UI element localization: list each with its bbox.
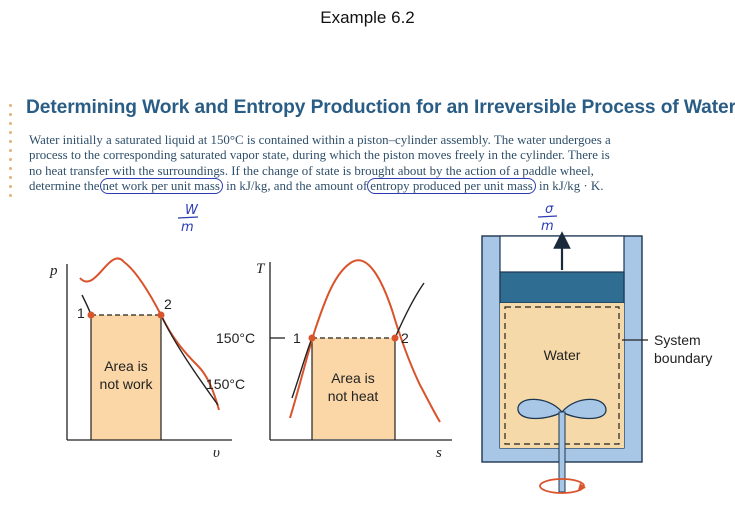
ts-isobar-line xyxy=(291,282,425,399)
pv-isotherm-label: 150°C xyxy=(206,376,245,392)
pv-area-label-2: not work xyxy=(100,376,154,392)
pv-state-1-label: 1 xyxy=(77,305,85,321)
statement-line-2: process to the corresponding saturated v… xyxy=(29,148,610,163)
water-label: Water xyxy=(544,347,581,363)
piston-cylinder-device: Water System boundary xyxy=(481,231,712,494)
pv-state-2-label: 2 xyxy=(164,296,172,312)
ts-x-label: s xyxy=(436,445,442,461)
pv-state-2-point xyxy=(157,311,165,319)
ts-state-1-point xyxy=(308,334,316,342)
boundary-label-2: boundary xyxy=(654,350,712,366)
statement-line-4-end: in kJ/kg · K. xyxy=(535,179,604,194)
handwritten-w-over-m: W m xyxy=(177,203,199,235)
piston xyxy=(499,271,625,304)
ts-temp-label: 150°C xyxy=(216,330,255,346)
ts-area-label-1: Area is xyxy=(331,370,375,386)
statement-line-4-start: determine the xyxy=(29,179,100,194)
handwritten-sigma: σ xyxy=(545,202,554,217)
ts-saturation-dome xyxy=(289,259,441,423)
ts-diagram: T s 150°C 1 2 Area is not heat xyxy=(216,259,452,461)
pv-diagram: p υ 1 2 Area is not work 150°C xyxy=(49,257,245,461)
handwritten-fraction-bar-2 xyxy=(537,215,558,218)
highlight-net-work: net work per unit mass xyxy=(99,178,223,195)
paddle-shaft xyxy=(558,411,566,493)
boundary-label-1: System xyxy=(654,332,701,348)
ts-area xyxy=(312,338,395,439)
handwritten-m-2: m xyxy=(541,219,554,234)
pv-area xyxy=(91,315,161,440)
handwritten-fraction-bar xyxy=(177,216,199,219)
statement-line-3: no heat transfer with the surroundings. … xyxy=(29,163,594,178)
ts-state-2-point xyxy=(391,334,399,342)
problem-statement: Water initially a saturated liquid at 15… xyxy=(29,133,721,195)
example-heading: Determining Work and Entropy Production … xyxy=(26,97,735,118)
pv-y-label: p xyxy=(49,263,58,279)
handwritten-m: m xyxy=(181,220,194,235)
statement-line-4-mid: in kJ/kg, and the amount of xyxy=(222,179,368,194)
handwritten-w: W xyxy=(185,203,199,218)
rotation-arrow xyxy=(539,478,585,494)
rotation-arrowhead xyxy=(578,483,586,490)
ts-area-label-2: not heat xyxy=(328,388,379,404)
pv-saturation-dome xyxy=(79,257,220,411)
ts-state-1-label: 1 xyxy=(293,330,301,346)
pv-area-label-1: Area is xyxy=(104,358,148,374)
highlight-entropy-produced: entropy produced per unit mass xyxy=(367,178,536,195)
ts-state-2-label: 2 xyxy=(401,330,409,346)
decorative-dots xyxy=(9,104,13,203)
pv-state-1-point xyxy=(87,311,95,319)
system-boundary xyxy=(504,306,620,445)
slide-title: Example 6.2 xyxy=(320,8,415,27)
statement-line-1: Water initially a saturated liquid at 15… xyxy=(29,133,611,147)
handwritten-sigma-over-m: σ m xyxy=(537,202,558,234)
ts-y-label: T xyxy=(256,261,266,277)
pv-x-label: υ xyxy=(213,445,220,461)
